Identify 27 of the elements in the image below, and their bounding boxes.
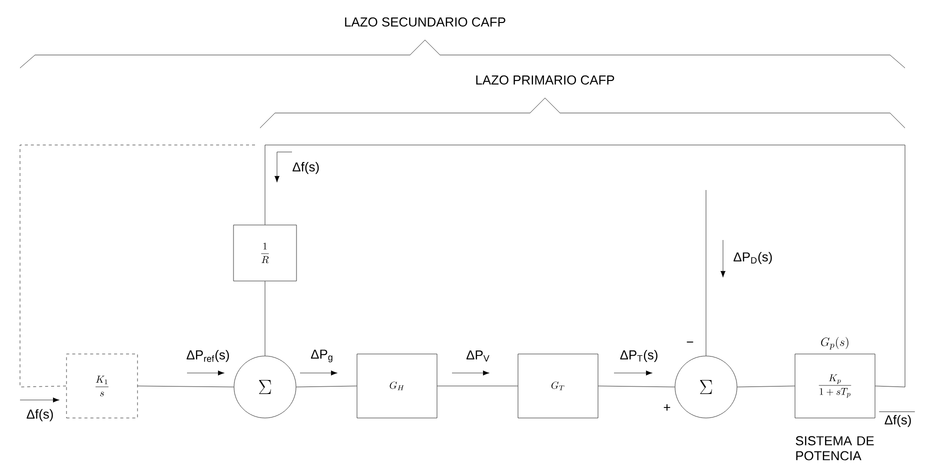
- connector-line: [737, 386, 795, 388]
- connector-line: [20, 144, 256, 388]
- summing-junction: $\Sigma$: [674, 356, 738, 418]
- block-box: $\frac{1}{R}$: [233, 224, 297, 282]
- connector-line: [138, 386, 234, 388]
- block-box: $\frac{K_{p}}{1 + sT_{p}}$: [794, 354, 876, 418]
- summing-junction: $\Sigma$: [234, 356, 296, 418]
- block-box: $G_{H}$: [356, 354, 438, 418]
- edge-label: ΔP$_{D}$(s): [734, 252, 772, 264]
- connector-line: [598, 386, 675, 388]
- block-box: $G_{T}$: [518, 354, 598, 418]
- edge-label: ΔP$_{ref}$(s): [186, 350, 229, 362]
- loop-label: LAZO SECUNDARIO CAFP: [345, 17, 506, 27]
- connector-line: [264, 144, 906, 388]
- edge-label: ΔP$_{T}$(s): [620, 350, 658, 362]
- block-heading: $G_{p}(s)$: [821, 336, 848, 350]
- connector-line: [296, 386, 357, 388]
- sign-label: −: [686, 342, 694, 343]
- block-box: $\frac{K_{1}}{s}$: [66, 354, 138, 418]
- connector-line: [264, 281, 266, 356]
- edge-label: ΔP$_{g}$: [310, 350, 332, 362]
- loop-label: LAZO PRIMARIO CAFP: [476, 75, 614, 85]
- edge-label: Δf(s): [292, 162, 319, 174]
- edge-label: Δf(s): [26, 409, 53, 422]
- edge-label: ΔP$_{V}$: [466, 350, 490, 362]
- signal-label: Δf(s): [884, 414, 911, 428]
- block-label: SISTEMA DE POTENCIA: [796, 436, 874, 460]
